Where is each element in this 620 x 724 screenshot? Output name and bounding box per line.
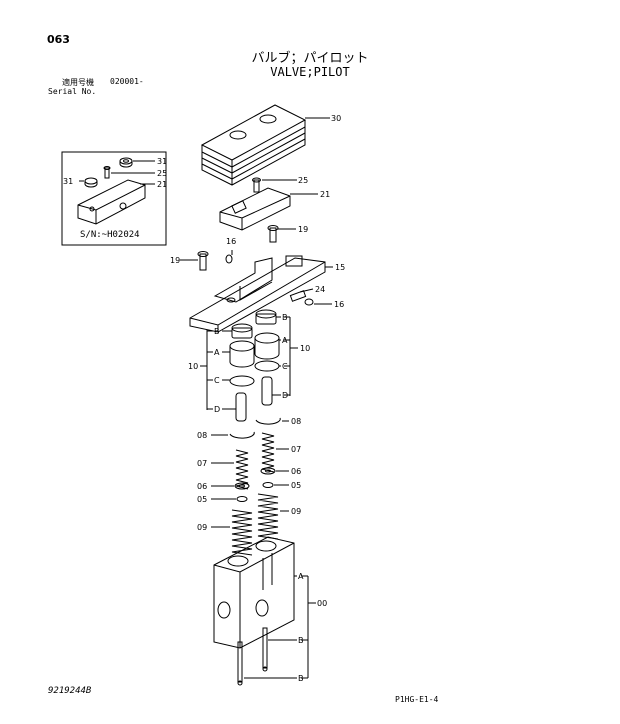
callout-09-right: 09	[291, 507, 301, 516]
callout-c-left: C	[214, 376, 220, 385]
springs-and-washers	[211, 417, 289, 556]
inset-detail	[61, 151, 167, 246]
callout-a-right: A	[282, 336, 288, 345]
callout-10-left: 10	[188, 362, 198, 371]
inset-serial-note: S/N:~H02024	[80, 230, 140, 240]
sheet-id: P1HG-E1-4	[395, 695, 439, 704]
callout-19-left: 19	[170, 256, 180, 265]
callout-07-left: 07	[197, 459, 207, 468]
callout-00: 00	[317, 599, 327, 608]
screws	[180, 225, 296, 271]
callout-16-top: 16	[226, 237, 236, 246]
callout-09-left: 09	[197, 523, 207, 532]
callout-05-right: 05	[291, 481, 301, 490]
valve-body	[213, 536, 316, 686]
callout-05-left: 05	[197, 495, 207, 504]
callout-b-left: B	[214, 327, 220, 336]
page-number: 063	[47, 33, 70, 46]
callout-d-right: D	[282, 391, 288, 400]
serial-range: 020001-	[110, 77, 144, 86]
callout-labels: 30 31 25 31 21 25 21 19 16 19 15 24 16 1…	[63, 114, 345, 683]
callout-25: 25	[298, 176, 308, 185]
callout-c-right: C	[282, 362, 288, 371]
callout-25-inset: 25	[157, 169, 167, 178]
callout-10-right: 10	[300, 344, 310, 353]
callout-d-left: D	[214, 405, 220, 414]
callout-b-body-1: B	[298, 636, 304, 645]
bolt-and-bracket	[219, 177, 318, 231]
callout-06-left: 06	[197, 482, 207, 491]
callout-08-left: 08	[197, 431, 207, 440]
pilot-valve-cover	[200, 104, 330, 186]
callout-19-right: 19	[298, 225, 308, 234]
callout-b-body-2: B	[298, 674, 304, 683]
callout-31-top: 31	[157, 157, 167, 166]
callout-24: 24	[315, 285, 325, 294]
callout-30: 30	[331, 114, 341, 123]
callout-21-inset: 21	[157, 180, 167, 189]
drawing-number: 9219244B	[48, 686, 92, 696]
callout-b-right: B	[282, 313, 288, 322]
valve-plate	[189, 250, 333, 333]
callout-a-body: A	[298, 572, 304, 581]
callout-07-right: 07	[291, 445, 301, 454]
page-title-english: VALVE;PILOT	[270, 65, 350, 79]
callout-16-right: 16	[334, 300, 344, 309]
serial-label-japanese: 適用号機	[62, 78, 94, 87]
page-title-japanese: バルブ；パイロット	[251, 51, 369, 66]
callout-a-left: A	[214, 348, 220, 357]
callout-08-right: 08	[291, 417, 301, 426]
callout-06-right: 06	[291, 467, 301, 476]
callout-15: 15	[335, 263, 345, 272]
callout-21: 21	[320, 190, 330, 199]
serial-label-english: Serial No.	[48, 87, 97, 96]
callout-31-left: 31	[63, 177, 73, 186]
plunger-seal-assemblies	[200, 309, 298, 422]
